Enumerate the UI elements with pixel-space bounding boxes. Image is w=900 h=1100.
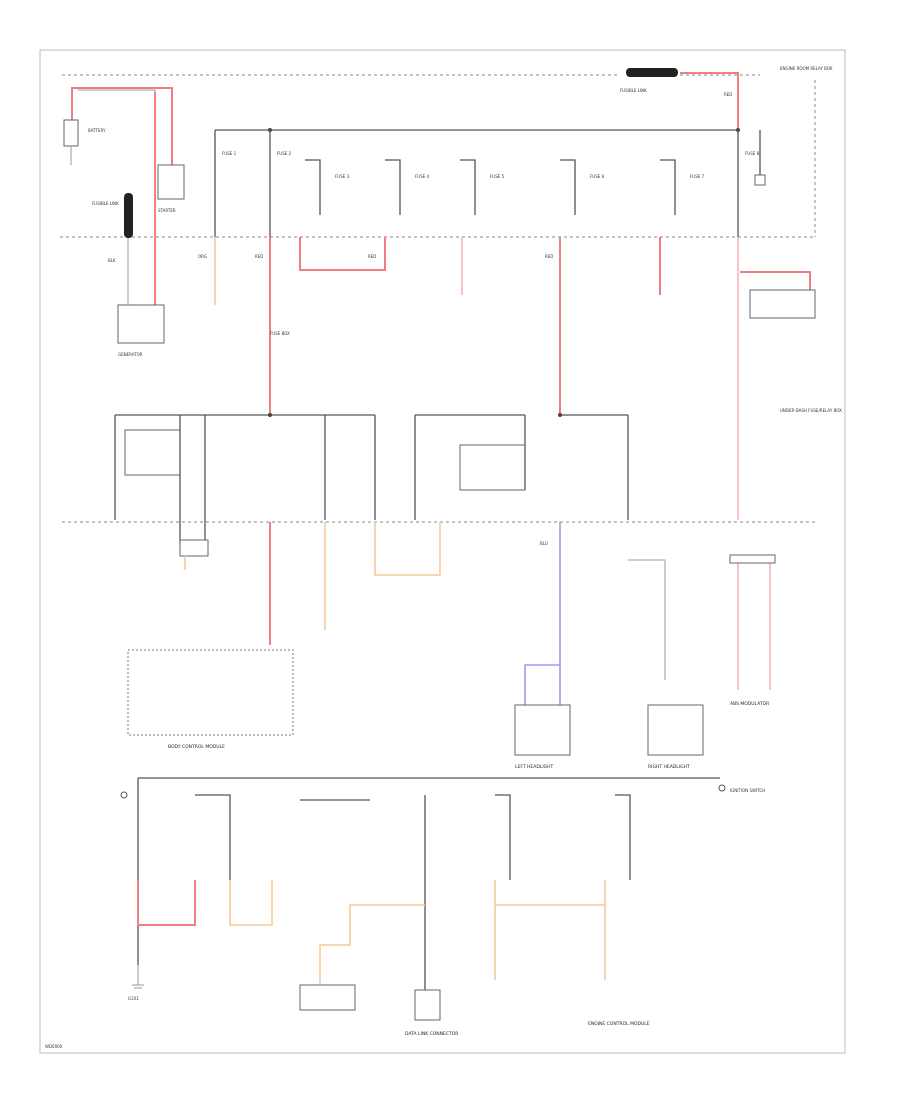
generator-box — [117, 304, 165, 344]
wire-label: RED — [368, 254, 376, 259]
fuse-row-1: FUSE 1 FUSE 2 FUSE 3 FUSE 4 FUSE 5 FUSE … — [214, 130, 766, 237]
left-terminal — [120, 791, 128, 799]
fuse-row-3 — [137, 778, 631, 990]
wire-label: BLK — [108, 258, 116, 263]
wire-label: RED — [255, 254, 263, 259]
body-control-label: BODY CONTROL MODULE — [168, 744, 225, 750]
footer-code: WD0000 — [45, 1044, 63, 1049]
wire-red-top — [680, 72, 739, 130]
fusible-link-top — [626, 68, 678, 77]
fuse-4-label: FUSE 4 — [415, 174, 430, 179]
wire-org-tcm — [319, 904, 425, 985]
connector-block — [179, 539, 209, 557]
starter-box — [157, 164, 185, 200]
dlc-box — [414, 989, 441, 1021]
interior-junction-label: UNDER-DASH FUSE/RELAY BOX — [780, 408, 842, 413]
starter-label: STARTER — [158, 208, 176, 213]
dlc-label: DATA LINK CONNECTOR — [405, 1031, 458, 1037]
generator-label: GENERATOR — [118, 352, 143, 357]
junction-dot — [558, 413, 562, 417]
fuse-6-label: FUSE 6 — [590, 174, 605, 179]
left-headlight-box — [514, 704, 571, 756]
left-headlight-label: LEFT HEADLIGHT — [515, 764, 554, 770]
fuse-7-label: FUSE 7 — [690, 174, 705, 179]
wire-label: RED — [724, 92, 732, 97]
fuse-row-2 — [114, 415, 629, 545]
fuse-8-label: FUSE 8 — [745, 151, 760, 156]
fuse-5-label: FUSE 5 — [490, 174, 505, 179]
fuse-1-label: FUSE 1 — [222, 151, 237, 156]
ecm-label: ENGINE CONTROL MODULE — [588, 1021, 650, 1027]
fuse-box-note: FUSE BOX — [270, 331, 290, 336]
diagram-frame — [39, 49, 846, 1054]
ebcm-relay-box — [749, 289, 816, 319]
right-headlight-label: RIGHT HEADLIGHT — [648, 764, 690, 770]
battery-label: BATTERY — [88, 128, 106, 133]
tcm-box — [299, 984, 356, 1011]
junction-dot — [268, 413, 272, 417]
wire-label: BLU — [540, 541, 548, 546]
right-headlight-box — [647, 704, 704, 756]
wire-org-lower-loop — [229, 880, 273, 926]
fusible-link-left-label: FUSIBLE LINK — [92, 201, 119, 206]
battery-symbol — [63, 119, 79, 147]
wire-battery-red — [71, 87, 173, 165]
fuse-3-label: FUSE 3 — [335, 174, 350, 179]
wire-grey-rh — [628, 559, 666, 680]
fusible-link-left — [124, 193, 133, 238]
wire-red-3 — [299, 237, 386, 271]
wire-red-lower-loop — [137, 880, 196, 926]
abs-connector — [729, 554, 776, 564]
abs-module-label: ABS MODULATOR — [730, 701, 769, 707]
ignition-switch-label: IGNITION SWITCH — [730, 788, 765, 793]
engine-room-label: ENGINE ROOM RELAY BOX — [780, 66, 833, 71]
ignition-switch-terminal — [718, 784, 726, 792]
body-control-box — [127, 649, 294, 736]
fuse-2-label: FUSE 2 — [277, 151, 292, 156]
fusible-link-label: FUSIBLE LINK — [620, 88, 647, 93]
wire-blu-lh-2 — [524, 664, 560, 705]
wire-label: RED — [545, 254, 553, 259]
wire-label: ORG — [198, 254, 207, 259]
ground-label: G101 — [128, 996, 139, 1001]
wire-org-loop — [374, 522, 441, 576]
